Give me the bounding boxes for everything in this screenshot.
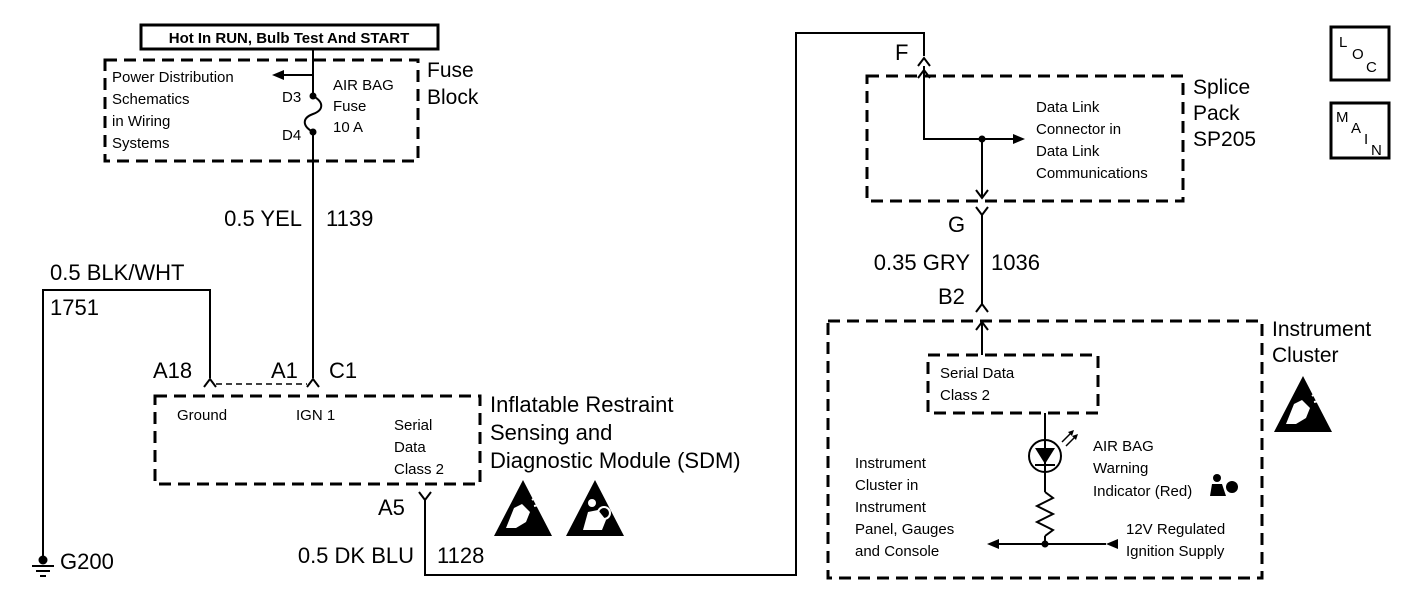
wire-dk-blu-1128 (424, 32, 925, 576)
pin-a5: A5 (378, 495, 405, 520)
splice-title-1: Splice (1193, 76, 1250, 99)
connector-f (917, 56, 931, 67)
cluster-loc-4: Panel, Gauges (855, 521, 954, 538)
fuse-icon (303, 95, 323, 133)
wire-blk-wht-1751 (42, 289, 211, 556)
pin-a1: A1 (271, 358, 298, 383)
ground-g200: G200 (32, 549, 114, 577)
indicator-line-2: Warning (1093, 460, 1148, 477)
airbag-passenger-icon (1210, 474, 1238, 496)
sdm-title-3: Diagnostic Module (SDM) (490, 448, 741, 473)
fuse-block-title-1: Fuse (427, 59, 474, 82)
wire-yel-circuit: 1139 (326, 206, 373, 231)
main-button[interactable]: M A I N (1329, 101, 1391, 160)
banner-text: Hot In RUN, Bulb Test And START (169, 30, 410, 47)
connector-a18 (203, 377, 217, 388)
connector-g (975, 206, 989, 217)
connector-a1-c1 (306, 377, 320, 388)
power-dist-arrow-head (272, 70, 284, 80)
pin-c1: C1 (329, 358, 357, 383)
sdm-title-1: Inflatable Restraint (490, 392, 673, 417)
wire-blk-gauge: 0.5 BLK/WHT (50, 260, 184, 285)
esd-warning-icon (494, 480, 552, 536)
sdm-ign-label: IGN 1 (296, 407, 335, 424)
fuse-block-title-2: Block (427, 86, 479, 109)
sdm-serial-3: Class 2 (394, 461, 444, 478)
splice-title-3: SP205 (1193, 128, 1256, 151)
sdm-ground-label: Ground (177, 407, 227, 424)
power-dist-line-4: Systems (112, 135, 170, 152)
pin-d3: D3 (282, 89, 301, 106)
cluster-location-arrow (987, 539, 999, 549)
pin-g: G (948, 212, 965, 237)
wire-blu-circuit: 1128 (437, 543, 484, 568)
connector-b2 (975, 302, 989, 313)
cluster-serial-box (926, 353, 1100, 415)
supply-line-1: 12V Regulated (1126, 521, 1225, 538)
sdm-serial-2: Data (394, 439, 426, 456)
fuse-label-3: 10 A (333, 119, 363, 136)
cluster-loc-1: Instrument (855, 455, 927, 472)
cluster-loc-5: and Console (855, 543, 939, 560)
arrow-g-inner (975, 189, 989, 200)
loc-letter-l: L (1339, 34, 1347, 51)
dlc-line-1: Data Link (1036, 99, 1100, 116)
main-letter-a: A (1351, 120, 1361, 137)
cluster-serial-2: Class 2 (940, 387, 990, 404)
fuse-label-2: Fuse (333, 98, 366, 115)
sdm-module: A18 A1 C1 Ground IGN 1 Serial Data Class… (153, 358, 741, 520)
dlc-line-3: Data Link (1036, 143, 1100, 160)
fuse-block: Fuse Block Power Distribution Schematics… (103, 49, 479, 163)
fuse-label-1: AIR BAG (333, 77, 394, 94)
supply-arrow (1106, 539, 1118, 549)
loc-letter-o: O (1352, 46, 1364, 63)
main-letter-n: N (1371, 142, 1382, 159)
supply-line-2: Ignition Supply (1126, 543, 1225, 560)
cluster-esd-warning-icon (1274, 376, 1332, 432)
indicator-line-3: Indicator (Red) (1093, 483, 1192, 500)
power-dist-arrow-wire (280, 49, 314, 76)
splice-title-2: Pack (1193, 102, 1240, 125)
splice-pack-sp205: F G Data Link Connector in Data Link Com… (865, 40, 1256, 237)
pin-a18: A18 (153, 358, 192, 383)
instrument-cluster: Serial Data Class 2 Instrument Cluster A… (826, 318, 1371, 580)
wire-blu-gauge: 0.5 DK BLU (298, 543, 414, 568)
pin-f: F (895, 40, 908, 65)
main-letter-i: I (1364, 131, 1368, 148)
hot-in-run-banner: Hot In RUN, Bulb Test And START (139, 23, 440, 51)
dlc-line-4: Communications (1036, 165, 1148, 182)
ground-label: G200 (60, 549, 114, 574)
air-bag-indicator-led-icon (1028, 430, 1078, 473)
sdm-title-2: Sensing and (490, 420, 612, 445)
connector-a5 (418, 491, 432, 502)
resistor-icon (1034, 491, 1056, 537)
dlc-line-2: Connector in (1036, 121, 1121, 138)
wire-gry-circuit: 1036 (991, 250, 1040, 275)
cluster-title-1: Instrument (1272, 318, 1371, 341)
power-dist-line-3: in Wiring (112, 113, 170, 130)
cluster-loc-3: Instrument (855, 499, 927, 516)
power-dist-line-1: Power Distribution (112, 69, 234, 86)
indicator-line-1: AIR BAG (1093, 438, 1154, 455)
main-letter-m: M (1336, 109, 1349, 126)
wire-blk-circuit: 1751 (50, 295, 99, 320)
pin-d4: D4 (282, 127, 301, 144)
airbag-warning-icon (566, 480, 624, 536)
cluster-title-2: Cluster (1272, 344, 1339, 367)
sdm-serial-1: Serial (394, 417, 432, 434)
cluster-loc-2: Cluster in (855, 477, 918, 494)
wire-yel-gauge: 0.5 YEL (224, 206, 302, 231)
loc-letter-c: C (1366, 59, 1377, 76)
dlc-arrow-head (1013, 134, 1025, 144)
wire-gry-gauge: 0.35 GRY (874, 250, 971, 275)
pin-b2: B2 (938, 284, 965, 309)
loc-button[interactable]: L O C (1329, 25, 1391, 82)
cluster-serial-1: Serial Data (940, 365, 1015, 382)
power-dist-line-2: Schematics (112, 91, 190, 108)
